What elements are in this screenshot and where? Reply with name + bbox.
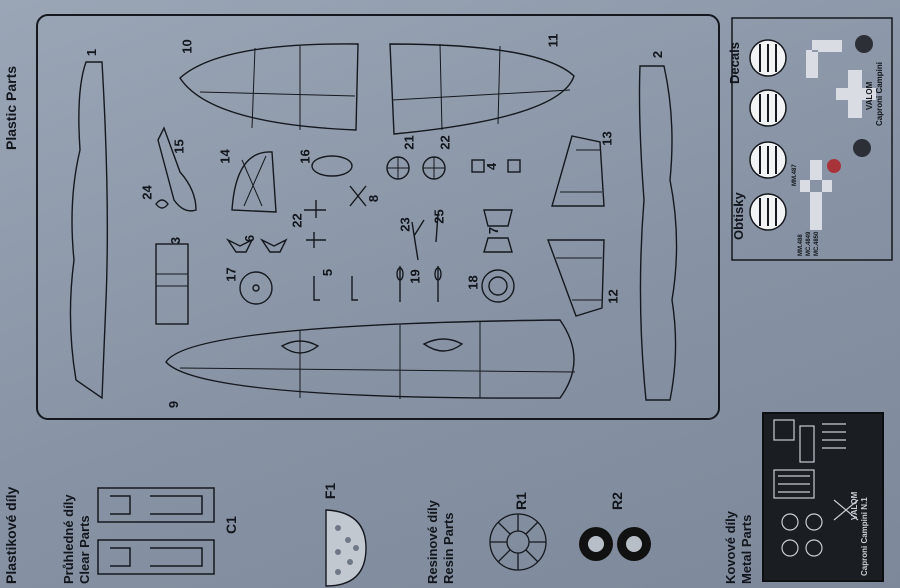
canopy-part-14 <box>231 151 277 213</box>
part-22-sticks <box>304 200 326 248</box>
part-7 <box>483 209 513 253</box>
resin-part-r2 <box>579 527 651 561</box>
part-17 <box>239 271 273 305</box>
part-4-b <box>507 159 521 173</box>
clear-parts-c1 <box>97 487 215 575</box>
part-23 <box>411 219 425 261</box>
part-25 <box>435 213 439 243</box>
wing-part-9 <box>165 319 575 399</box>
resin-part-r1 <box>489 513 547 571</box>
resin-part-f1 <box>325 509 367 587</box>
metal-parts-fret <box>762 412 884 582</box>
plastic-sprue-frame <box>36 14 720 420</box>
part-15 <box>157 126 197 212</box>
tailplane-12 <box>546 239 605 317</box>
part-6 <box>225 238 288 253</box>
wing-part-10 <box>179 43 359 131</box>
part-24 <box>155 199 169 209</box>
wing-part-11 <box>389 43 575 135</box>
part-4-a <box>471 159 485 173</box>
part-19 <box>399 266 439 302</box>
fuselage-half-2 <box>638 65 678 401</box>
fuselage-half-1 <box>69 61 109 400</box>
decal-sheet <box>731 17 893 261</box>
part-16 <box>311 155 353 177</box>
part-5 <box>313 276 358 301</box>
part-18 <box>481 269 515 303</box>
part-3 <box>155 243 189 325</box>
tailplane-13 <box>551 135 605 207</box>
part-8 <box>349 185 367 207</box>
